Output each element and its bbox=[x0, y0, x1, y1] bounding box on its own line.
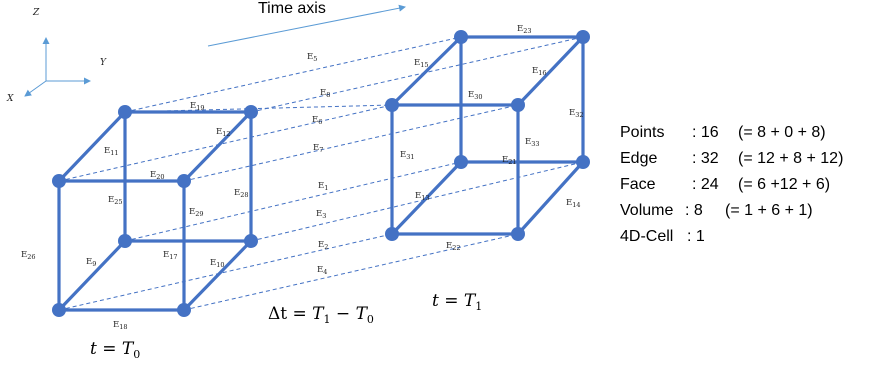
cube-t0 bbox=[52, 105, 258, 317]
stat-name: Volume bbox=[620, 202, 673, 219]
edge-e3 bbox=[124, 161, 462, 242]
edge-e5 bbox=[124, 36, 462, 113]
stats-row: Points : 16 (= 8 + 0 + 8) bbox=[620, 124, 826, 141]
time-axis-arrow bbox=[207, 4, 406, 47]
edge-e1 bbox=[183, 104, 519, 182]
edge-label: E18 bbox=[113, 320, 128, 331]
x-axis-label: X bbox=[6, 94, 14, 104]
stat-detail: (= 6 +12 + 6) bbox=[738, 176, 830, 193]
t0-label: t = T0 bbox=[90, 339, 140, 361]
edge-e7 bbox=[58, 104, 393, 182]
time-axis-label: Time axis bbox=[258, 0, 326, 17]
time-axis: Time axis bbox=[207, 0, 406, 47]
coordinate-axes: Z Y X bbox=[6, 8, 107, 104]
edge-label: E29 bbox=[189, 207, 204, 218]
edge-label: E19 bbox=[190, 101, 205, 112]
edge-label: E7 bbox=[313, 143, 323, 154]
edge-e8 bbox=[250, 36, 584, 113]
edge-label: E3 bbox=[316, 209, 326, 220]
stat-name: Points bbox=[620, 124, 664, 141]
delta-t-label: Δt = T1 − T0 bbox=[268, 304, 374, 326]
edge-label: E6 bbox=[312, 115, 322, 126]
edge-label: E26 bbox=[21, 250, 36, 261]
edge-label: E4 bbox=[317, 265, 327, 276]
edge-label: E9 bbox=[86, 257, 96, 268]
edge-e0 bbox=[58, 233, 393, 311]
edge-labels: E5 E8 E6 E7 E1 E3 E2 E4 E19 E12 E11 E20 … bbox=[21, 24, 584, 331]
y-axis-label: Y bbox=[100, 58, 107, 68]
edge-label: E21 bbox=[502, 155, 517, 166]
stats-row: 4D-Cell : 1 bbox=[620, 228, 705, 245]
z-axis-label: Z bbox=[32, 8, 40, 18]
edge-label: E12 bbox=[216, 127, 231, 138]
stat-detail: (= 8 + 0 + 8) bbox=[738, 124, 826, 141]
stat-detail: (= 12 + 8 + 12) bbox=[738, 150, 843, 167]
edge-label: E25 bbox=[108, 195, 123, 206]
stats-row: Edge : 32 (= 12 + 8 + 12) bbox=[620, 150, 843, 167]
edge-e2 bbox=[250, 161, 584, 242]
stat-name: Face bbox=[620, 176, 656, 193]
edge-label: E8 bbox=[320, 88, 330, 99]
edge-label: E32 bbox=[569, 108, 584, 119]
stat-value: : 16 bbox=[692, 124, 719, 141]
stats-panel: Points : 16 (= 8 + 0 + 8) Edge : 32 (= 1… bbox=[620, 124, 843, 245]
edge-label: E14 bbox=[566, 198, 581, 209]
edge-label: E31 bbox=[400, 150, 415, 161]
edge-label: E2 bbox=[318, 240, 328, 251]
edge-label: E15 bbox=[414, 58, 429, 69]
cube-t1 bbox=[385, 30, 590, 241]
stat-value: : 24 bbox=[692, 176, 719, 193]
edge-label: E11 bbox=[104, 146, 119, 157]
edge-label: E1 bbox=[318, 181, 328, 192]
t1-label: t = T1 bbox=[432, 291, 482, 313]
edge-e4 bbox=[183, 233, 519, 311]
edge-label: E10 bbox=[210, 258, 225, 269]
stat-name: 4D-Cell bbox=[620, 228, 673, 245]
stat-value: : 32 bbox=[692, 150, 719, 167]
edge-label: E23 bbox=[517, 24, 532, 35]
edge-label: E33 bbox=[525, 137, 540, 148]
edge-label: E22 bbox=[446, 241, 461, 252]
edge-label: E17 bbox=[163, 250, 178, 261]
stat-name: Edge bbox=[620, 150, 657, 167]
edge-label: E16 bbox=[532, 66, 547, 77]
edge-label: E5 bbox=[307, 52, 317, 63]
edge-label: E28 bbox=[234, 188, 249, 199]
stat-detail: (= 1 + 6 + 1) bbox=[725, 202, 813, 219]
edge-label: E13 bbox=[415, 191, 430, 202]
edge-label: E20 bbox=[150, 170, 165, 181]
stat-value: : 1 bbox=[687, 228, 705, 245]
stat-value: : 8 bbox=[685, 202, 703, 219]
edge-label: E30 bbox=[468, 90, 483, 101]
stats-row: Volume : 8 (= 1 + 6 + 1) bbox=[620, 202, 813, 219]
stats-row: Face : 24 (= 6 +12 + 6) bbox=[620, 176, 830, 193]
x-axis bbox=[24, 80, 47, 97]
